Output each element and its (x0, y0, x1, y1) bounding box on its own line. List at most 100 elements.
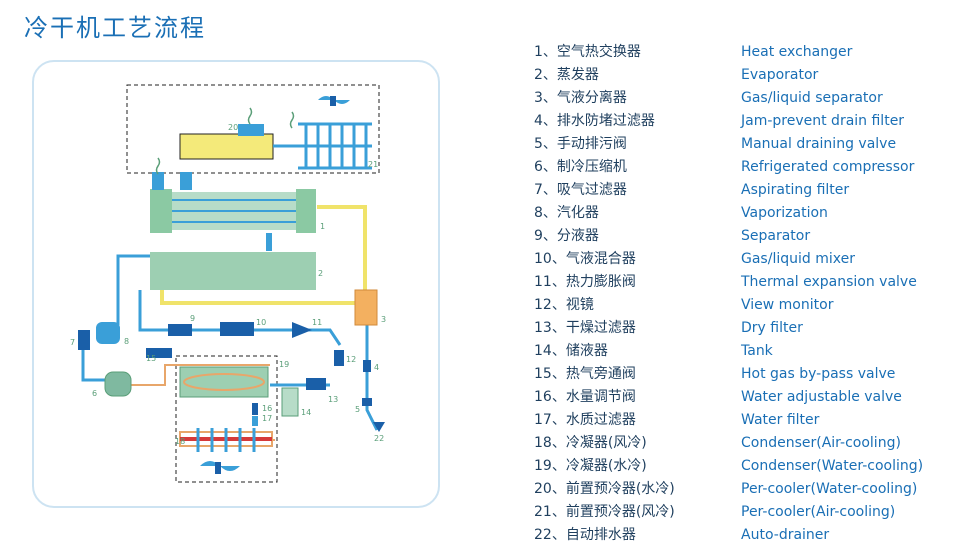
legend-row-21: 21、前置预冷器(风冷) Per-cooler(Air-cooling) (534, 501, 954, 524)
water-precooler-head (238, 124, 264, 136)
refrigerant-pipe-left (116, 254, 150, 325)
hot-gas-pipe (130, 364, 270, 386)
callout-6: 6 (92, 389, 97, 398)
legend-row-12: 12、视镜 View monitor (534, 294, 954, 317)
callout-17: 17 (262, 414, 272, 423)
callout-19: 19 (279, 360, 289, 369)
water-filter (252, 416, 258, 426)
legend-row-2: 2、蒸发器 Evaporator (534, 64, 954, 87)
legend-cn: 17、水质过滤器 (534, 412, 636, 428)
compressor (104, 371, 132, 397)
air-precooler (298, 122, 372, 170)
refrigerant-pipe-to-drain (365, 325, 379, 431)
legend-en: View monitor (741, 297, 834, 313)
gas-liquid-mixer (220, 322, 254, 336)
fan-hub-bottom (215, 462, 221, 474)
legend-row-18: 18、冷凝器(风冷)Condenser(Air-cooling) (534, 432, 954, 455)
view-monitor (334, 350, 344, 366)
callout-21: 21 (368, 160, 378, 169)
callout-10: 10 (256, 318, 266, 327)
callout-22: 22 (374, 434, 384, 443)
heat-exchanger (150, 172, 316, 251)
legend-cn: 22、自动排水器 (534, 527, 636, 543)
legend-en: Manual draining valve (741, 136, 897, 152)
precooler-dashed-box (126, 84, 380, 174)
dry-filter (306, 378, 326, 390)
callout-2: 2 (318, 269, 323, 278)
legend-en: Water filter (741, 412, 820, 428)
aspirating-filter (78, 330, 90, 350)
legend-en: Gas/liquid separator (741, 90, 883, 106)
legend-en: Condenser(Water-cooling) (741, 458, 924, 474)
legend-cn: 21、前置预冷器(风冷) (534, 504, 675, 520)
legend-cn: 13、干燥过滤器 (534, 320, 636, 336)
callout-11: 11 (312, 318, 322, 327)
callout-7: 7 (70, 338, 75, 347)
legend-cn: 4、排水防堵过滤器 (534, 113, 655, 129)
diagram-panel (32, 60, 440, 508)
callout-4: 4 (374, 363, 379, 372)
steam-icon-left (155, 157, 161, 175)
receiver-tank (281, 387, 299, 417)
process-diagram: 1 2 3 4 5 6 7 8 9 10 11 12 13 14 15 16 1… (70, 84, 386, 483)
legend-row-13: 13、干燥过滤器 Dry filter (534, 317, 954, 340)
callout-15: 15 (146, 354, 156, 363)
callout-20: 20 (228, 123, 238, 132)
air-condenser (179, 428, 273, 452)
steam-icon-21 (289, 111, 295, 129)
air-pipe-return (160, 290, 355, 305)
legend-en: Auto-drainer (741, 527, 830, 543)
fan-hub-top (330, 96, 336, 106)
legend-cn: 20、前置预冷器(水冷) (534, 481, 675, 497)
legend-en: Dry filter (741, 320, 803, 336)
expansion-valve (292, 322, 312, 338)
vaporizer (96, 322, 120, 344)
legend-row-9: 9、分液器 Separator (534, 225, 954, 248)
legend-row-3: 3、气液分离器 Gas/liquid separator (534, 87, 954, 110)
air-pipe-outer (317, 205, 367, 290)
evaporator (150, 252, 316, 290)
separator-9 (168, 324, 192, 336)
precooler-yellow-core (179, 133, 274, 160)
legend-cn: 3、气液分离器 (534, 90, 627, 106)
auto-drainer (373, 422, 385, 432)
callout-1: 1 (320, 222, 325, 231)
legend-row-17: 17、水质过滤器 Water filter (534, 409, 954, 432)
legend-en: Evaporator (741, 67, 819, 83)
hot-gas-bypass-valve (146, 348, 172, 358)
gas-liquid-separator (354, 289, 378, 326)
legend-cn: 12、视镜 (534, 297, 594, 313)
callout-8: 8 (124, 337, 129, 346)
legend-cn: 2、蒸发器 (534, 67, 599, 83)
legend-cn: 11、热力膨胀阀 (534, 274, 636, 290)
legend-cn: 15、热气旁通阀 (534, 366, 636, 382)
legend-cn: 9、分液器 (534, 228, 599, 244)
legend-cn: 1、空气热交换器 (534, 44, 641, 60)
legend-row-22: 22、自动排水器 Auto-drainer (534, 524, 954, 547)
legend-en: Separator (741, 228, 811, 244)
legend-row-20: 20、前置预冷器(水冷)Per-cooler(Water-cooling) (534, 478, 954, 501)
legend-en: Gas/liquid mixer (741, 251, 855, 267)
legend-en: Tank (741, 343, 773, 359)
refrigerant-pipe-liquid (138, 290, 342, 346)
legend-cn: 18、冷凝器(风冷) (534, 435, 647, 451)
legend-en: Jam-prevent drain filter (741, 113, 905, 129)
callout-5: 5 (355, 405, 360, 414)
legend-en: Thermal expansion valve (741, 274, 917, 290)
legend-en: Per-cooler(Air-cooling) (741, 504, 896, 520)
callout-16: 16 (262, 404, 272, 413)
legend-cn: 8、汽化器 (534, 205, 599, 221)
page-title: 冷干机工艺流程 (24, 14, 206, 42)
legend-en: Water adjustable valve (741, 389, 902, 405)
steam-icon-20 (247, 107, 253, 125)
legend-en: Refrigerated compressor (741, 159, 915, 175)
